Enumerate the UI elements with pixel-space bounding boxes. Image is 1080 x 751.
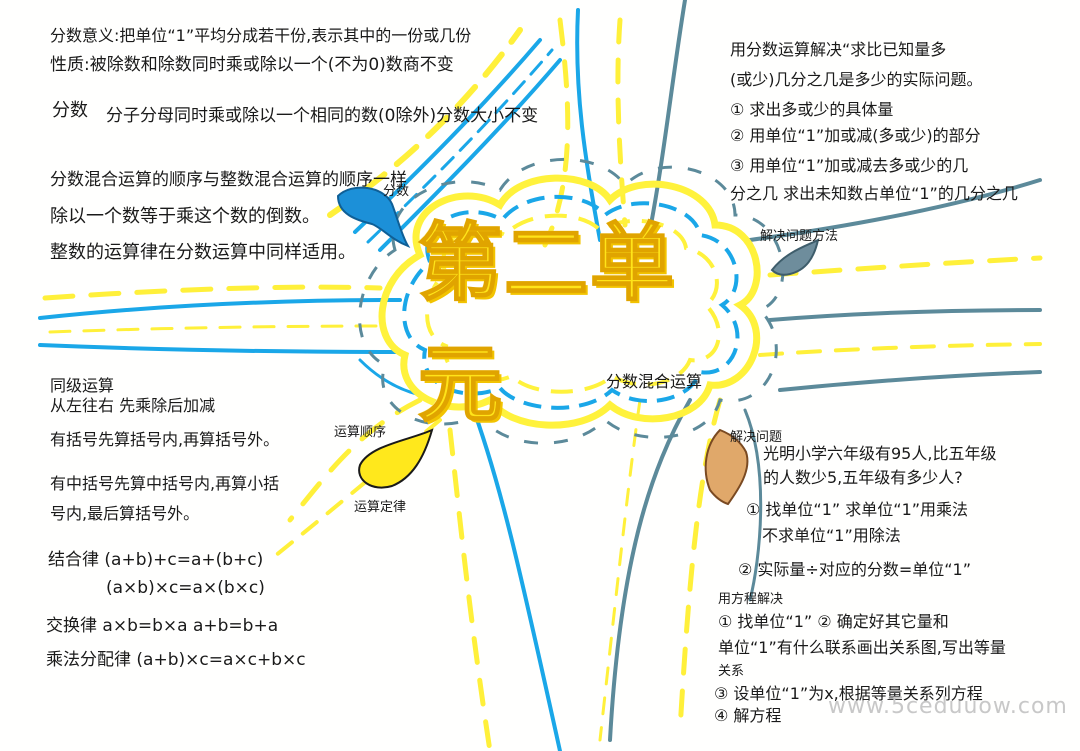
bottom-right-line-9: 关系 bbox=[718, 664, 745, 679]
top-left-line-2: 性质:被除数和除数同时乘或除以一个(不为0)数商不变 bbox=[50, 55, 454, 75]
bottom-left-line-6: 结合律 (a+b)+c=a+(b+c) bbox=[48, 550, 264, 570]
bottom-left-line-4: 有中括号先算中括号内,再算小括 bbox=[50, 474, 280, 493]
bottom-left-line-3: 有括号先算括号内,再算括号外。 bbox=[50, 430, 280, 449]
leaf-label-order: 运算顺序 bbox=[334, 425, 387, 440]
bottom-right-line-3: ① 找单位“1” 求单位“1”用乘法 bbox=[746, 500, 969, 519]
top-right-line-5: ③ 用单位“1”加或减去多或少的几 bbox=[730, 156, 969, 175]
top-left-line-4: 分子分母同时乘或除以一个相同的数(0除外)分数大小不变 bbox=[106, 106, 539, 126]
leaf-label-method: 解决问题方法 bbox=[760, 229, 839, 244]
top-left-line-5: 分数混合运算的顺序与整数混合运算的顺序一样 bbox=[50, 170, 407, 190]
leaf-label-fraction: 分数 bbox=[383, 184, 410, 199]
road-right bbox=[748, 178, 1043, 392]
top-left-line-7: 整数的运算律在分数运算中同样适用。 bbox=[50, 242, 356, 263]
bottom-left-line-5: 号内,最后算括号外。 bbox=[50, 504, 200, 523]
bottom-right-line-5: ② 实际量÷对应的分数=单位“1” bbox=[738, 560, 972, 579]
center-label: 分数混合运算 bbox=[606, 372, 703, 391]
bottom-left-line-1: 同级运算 bbox=[50, 376, 115, 395]
road-top-middle bbox=[575, 0, 687, 242]
road-left bbox=[38, 284, 402, 354]
top-right-line-2: (或少)几分之几是多少的实际问题。 bbox=[730, 70, 983, 89]
bottom-right-line-8: 单位“1”有什么联系画出关系图,写出等量 bbox=[718, 638, 1006, 657]
top-right-line-1: 用分数运算解决“求比已知量多 bbox=[730, 40, 947, 59]
bottom-right-line-6: 用方程解决 bbox=[718, 592, 784, 607]
bottom-right-line-7: ① 找单位“1” ② 确定好其它量和 bbox=[718, 612, 949, 631]
top-left-line-6: 除以一个数等于乘这个数的倒数。 bbox=[50, 206, 320, 227]
road-bottom-right bbox=[598, 397, 763, 742]
bottom-right-line-11: ④ 解方程 bbox=[714, 706, 782, 725]
top-left-line-1: 分数意义:把单位“1”平均分成若干份,表示其中的一份或几份 bbox=[50, 26, 472, 45]
unit-title: 第二单元 bbox=[417, 213, 677, 434]
leaf-label-solve: 解决问题 bbox=[730, 430, 783, 445]
top-right-line-4: ② 用单位“1”加或减(多或少)的部分 bbox=[730, 126, 981, 145]
top-left-line-3: 分数 bbox=[52, 100, 88, 121]
leaf-brown-icon bbox=[704, 428, 749, 506]
bottom-left-line-8: 交换律 a×b=b×a a+b=b+a bbox=[46, 616, 279, 636]
top-right-line-6: 分之几 求出未知数占单位“1”的几分之几 bbox=[730, 184, 1018, 203]
bottom-left-line-2: 从左往右 先乘除后加减 bbox=[50, 396, 216, 415]
leaf-gray-icon bbox=[770, 238, 820, 276]
top-right-line-3: ① 求出多或少的具体量 bbox=[730, 100, 894, 119]
bottom-right-line-10: ③ 设单位“1”为x,根据等量关系列方程 bbox=[714, 684, 983, 703]
bottom-left-line-9: 乘法分配律 (a+b)×c=a×c+b×c bbox=[46, 650, 306, 670]
bottom-right-line-1: 光明小学六年级有95人,比五年级 bbox=[763, 444, 997, 463]
watermark: www.5ceduuow.com bbox=[828, 694, 1068, 719]
bottom-left-line-7: (a×b)×c=a×(b×c) bbox=[106, 578, 265, 598]
leaf-label-laws: 运算定律 bbox=[354, 500, 407, 515]
title-cloud bbox=[358, 157, 785, 445]
bottom-right-line-4: 不求单位“1”用除法 bbox=[762, 526, 901, 545]
bottom-right-line-2: 的人数少5,五年级有多少人? bbox=[763, 468, 963, 487]
leaf-blue-icon bbox=[336, 186, 411, 248]
leaf-yellow-icon bbox=[358, 428, 434, 489]
